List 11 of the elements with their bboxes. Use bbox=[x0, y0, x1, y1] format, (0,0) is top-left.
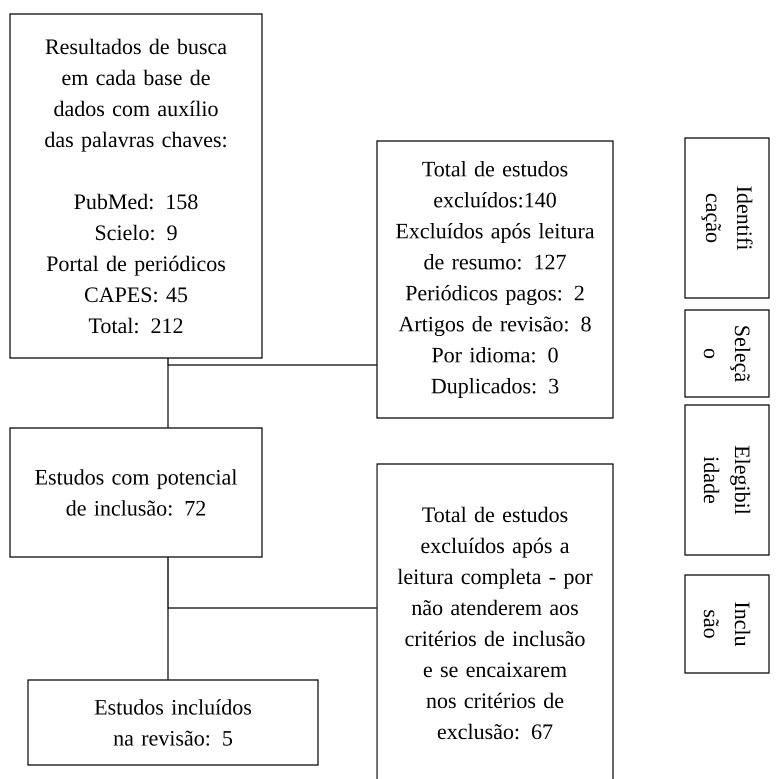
process-box: Resultados de busca em cada base de dados com auxílio das palavras chaves: PubMed: 158 Scielo: 9 Portal de periódicos CAPES: 45 Total: 212 bbox=[9, 13, 263, 359]
stage-box: Inclu são bbox=[684, 574, 770, 674]
stage-box: Identifi cação bbox=[684, 137, 770, 299]
process-box: Estudos com potencial de inclusão: 72 bbox=[9, 427, 263, 558]
stage-box: Seleçã o bbox=[684, 309, 770, 398]
connector-line bbox=[167, 558, 376, 609]
process-box: Estudos incluídos na revisão: 5 bbox=[27, 679, 319, 766]
stage-box: Elegibil idade bbox=[684, 404, 770, 556]
process-box: Total de estudos excluídos após a leitura completa - por não atenderem aos critérios de inclusão e se encaixarem nos critérios de exclusão: 67 bbox=[376, 463, 614, 779]
process-box: Total de estudos excluídos:140 Excluídos após leitura de resumo: 127 Periódicos pagos: 2 Artigos de revisão: 8 Por idioma: 0 Duplicados: 3 bbox=[376, 140, 614, 419]
connector-line bbox=[167, 358, 376, 366]
